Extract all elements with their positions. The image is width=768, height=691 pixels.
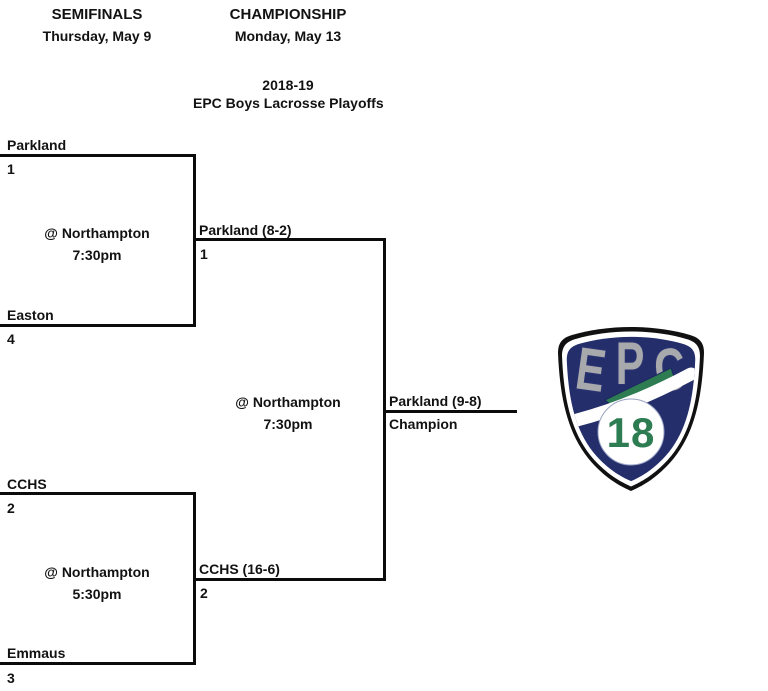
sf1-top-line [0,154,196,157]
semifinals-round-date: Thursday, May 9 [42,28,152,44]
final-champion-label: Champion [389,416,458,432]
sf1-winner-line [193,238,386,241]
sf2-top-line [0,492,196,495]
sf1-top-seed: 1 [7,161,15,177]
championship-round-date: Monday, May 13 [234,28,342,44]
final-winner-line [383,410,517,413]
bracket-title-year: 2018-19 [262,77,314,93]
sf2-bottom-line [0,662,196,665]
final-time: 7:30pm [263,416,313,432]
sf1-bottom-line [0,324,196,327]
logo-year: 18 [607,409,656,456]
sf2-bottom-team: Emmaus [7,645,66,661]
final-winner: Parkland (9-8) [389,393,482,409]
sf2-top-team: CCHS [7,476,47,492]
sf2-venue: @ Northampton [44,564,150,580]
sf2-bottom-seed: 3 [7,670,15,686]
semifinals-round-label: SEMIFINALS [51,6,143,23]
sf1-bottom-seed: 4 [7,331,15,347]
sf1-venue: @ Northampton [44,225,150,241]
sf1-bottom-team: Easton [7,307,54,323]
sf2-winner: CCHS (16-6) [199,561,280,577]
sf1-winner-seed: 1 [200,246,208,262]
bracket-title-name: EPC Boys Lacrosse Playoffs [193,95,384,111]
epc-logo: E P C 18 [558,327,704,491]
final-venue: @ Northampton [235,394,341,410]
sf1-top-team: Parkland [7,137,67,153]
sf2-winner-seed: 2 [200,585,208,601]
logo-ball [597,398,665,466]
sf1-winner: Parkland (8-2) [199,222,292,238]
final-connector-line [383,238,386,581]
sf2-time: 5:30pm [72,586,122,602]
championship-round-label: CHAMPIONSHIP [229,6,347,23]
sf2-winner-line [193,578,386,581]
sf2-top-seed: 2 [7,500,15,516]
sf1-time: 7:30pm [72,247,122,263]
